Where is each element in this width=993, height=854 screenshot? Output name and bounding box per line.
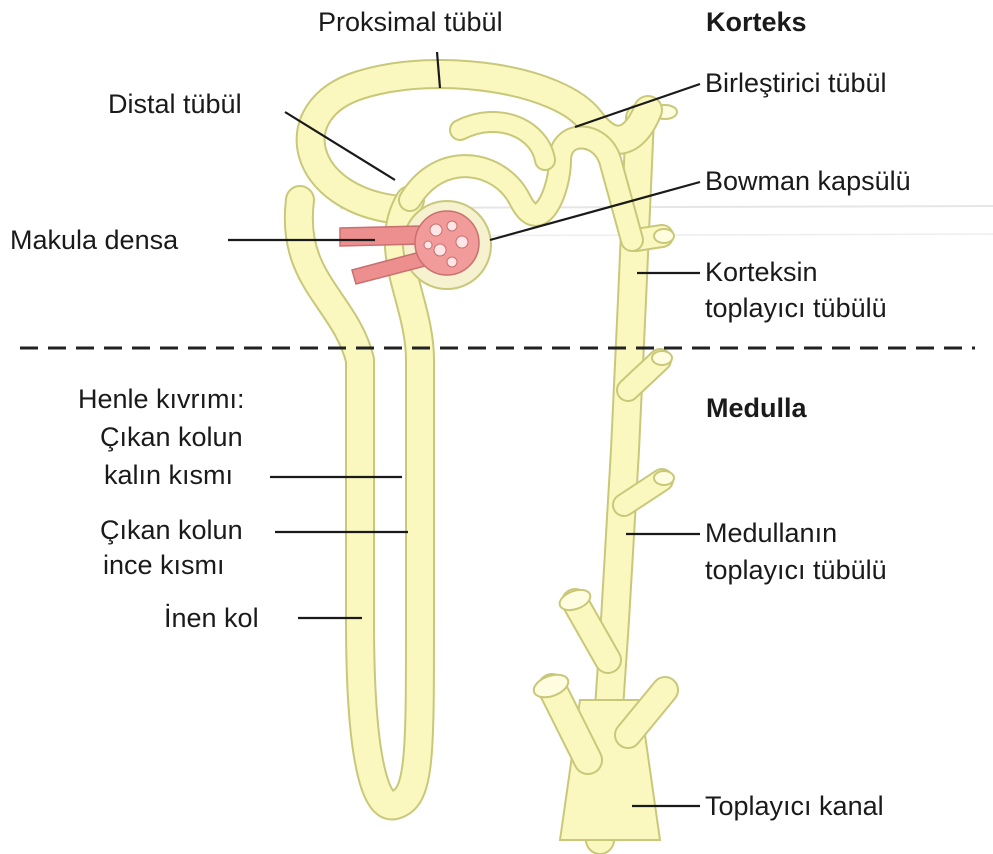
proximal-tubule-label: Proksimal tübül: [318, 7, 503, 37]
distal-tubule-label: Distal tübül: [108, 89, 242, 119]
cortical-collecting-tubule-label-line2: toplayıcı tübülü: [705, 293, 887, 323]
macula-densa-label: Makula densa: [10, 225, 179, 255]
henle-loop-label-line3: kalın kısmı: [104, 460, 233, 490]
henle-loop-label-line2: Çıkan kolun: [100, 422, 243, 452]
connecting-tubule-label: Birleştirici tübül: [705, 68, 887, 98]
medullary-collecting-tubule-label-line1: Medullanın: [705, 518, 837, 548]
cortex-zone-label: Korteks: [706, 7, 807, 37]
descending-limb-label: İnen kol: [164, 602, 259, 633]
thin-ascending-label-line2: ince kısmı: [103, 550, 225, 580]
thin-ascending-label-line1: Çıkan kolun: [100, 515, 243, 545]
bowman-capsule-label: Bowman kapsülü: [705, 166, 911, 196]
medullary-collecting-tubule-label-line2: toplayıcı tübülü: [705, 555, 887, 585]
henle-loop-label-line1: Henle kıvrımı:: [78, 384, 245, 414]
medulla-zone-label: Medulla: [706, 393, 807, 423]
cortical-collecting-tubule-label-line1: Korteksin: [705, 257, 818, 287]
afferent-arteriole: [340, 226, 420, 246]
collecting-duct-label: Toplayıcı kanal: [705, 791, 884, 821]
